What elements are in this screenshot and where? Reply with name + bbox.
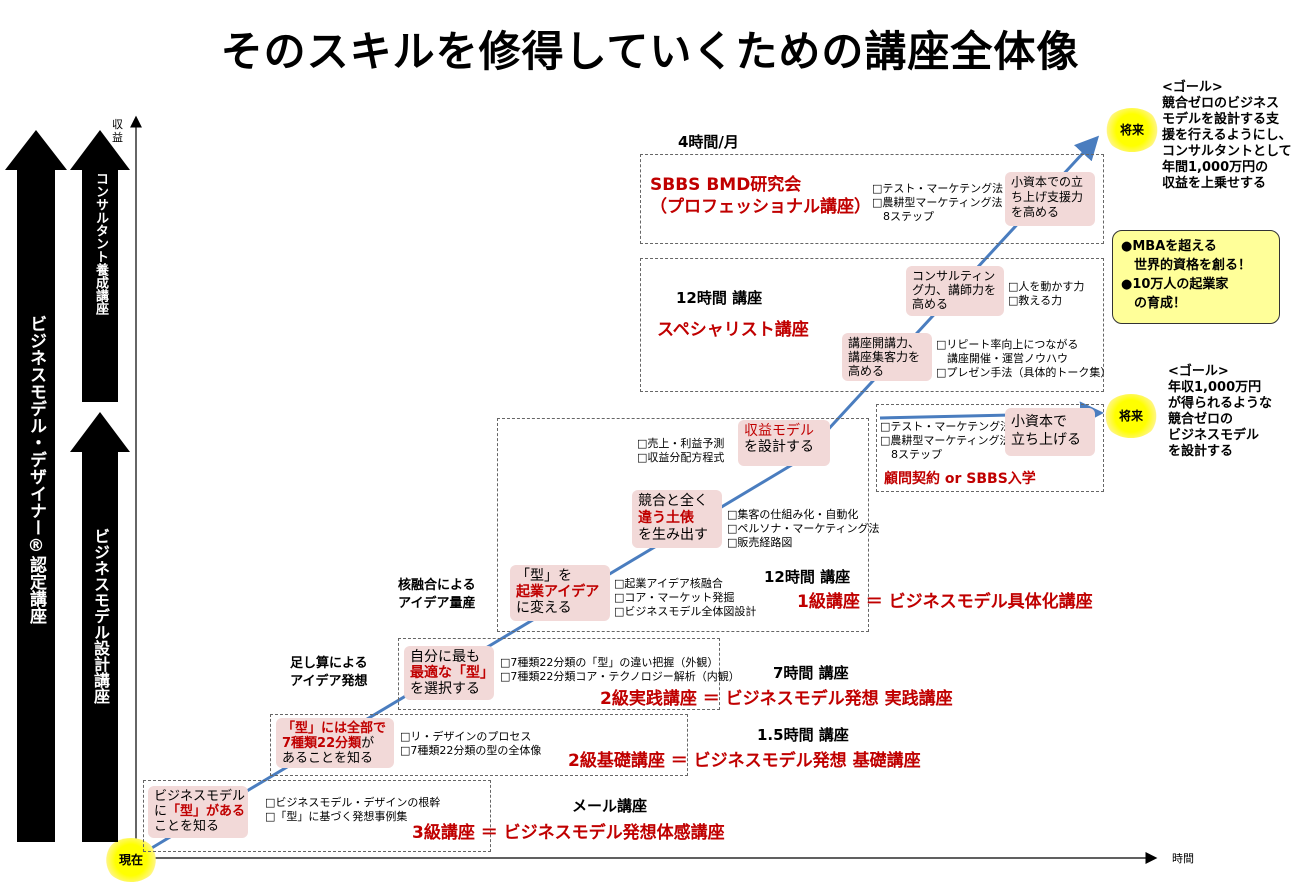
specialist-items2: □人を動かす力 □教える力 — [1008, 280, 1085, 307]
left-arrows — [5, 130, 130, 842]
goal-mid-sun: 将来 — [1103, 394, 1159, 438]
specialist-step2: コンサルティン グ力、講師力を 高める — [906, 266, 1004, 316]
level3-step: ビジネスモデル に「型」がある ことを知る — [148, 786, 248, 838]
level1-items2: □集客の仕組み化・自動化 □ペルソナ・マーケティング法 □販売経路図 — [727, 508, 880, 549]
level3-box — [143, 780, 491, 852]
level3-items: □ビジネスモデル・デザインの根幹 □「型」に基づく発想事例集 — [265, 796, 441, 823]
level1-step1: 「型」を 起業アイデア に変える — [510, 565, 610, 621]
outer-arrow-label: ビジネスモデル・デザイナー®認定講座 — [26, 315, 46, 624]
level3-hours: メール講座 — [572, 797, 648, 815]
level1-step3: 収益モデル を設計する — [738, 420, 830, 466]
bmd-course: SBBS BMD研究会 （プロフェッショナル講座） — [650, 175, 871, 217]
goal-top-text: <ゴール> 競合ゼロのビジネス モデルを設計する支 援を行えるようにし、 コンサ… — [1162, 80, 1292, 191]
level1-step2: 競合と全く 違う土俵 を生み出す — [632, 490, 722, 548]
level3-course: 3級講座 ＝ ビジネスモデル発想体感講座 — [412, 823, 725, 843]
consult-arrow-label: コンサルタント養成講座 — [93, 172, 108, 315]
level1-items3: □売上・利益予測 □収益分配方程式 — [637, 437, 725, 464]
specialist-box — [640, 258, 1104, 392]
specialist-hours: 12時間 講座 — [676, 289, 763, 307]
level2b-box — [270, 714, 688, 776]
bmd-items: □テスト・マーケテング法 □農耕型マーケティング法 8ステップ — [872, 182, 1004, 223]
advisory-course: 顧問契約 or SBBS入学 — [884, 471, 1036, 487]
level2p-box — [398, 638, 720, 710]
level2p-hours: 7時間 講座 — [773, 664, 849, 682]
specialist-course: スペシャリスト講座 — [657, 320, 809, 340]
level2p-side-label: 足し算による アイデア発想 — [290, 656, 368, 689]
level2b-course: 2級基礎講座 ＝ ビジネスモデル発想 基礎講座 — [568, 751, 921, 771]
bmd-hours: 4時間/月 — [678, 133, 739, 151]
design-arrow-label: ビジネスモデル設計講座 — [91, 528, 110, 704]
advisory-step: 小資本で 立ち上げる — [1005, 408, 1095, 456]
consult-arrow-shape — [70, 130, 130, 402]
x-axis-label: 時間 — [1172, 852, 1194, 865]
goal-top-sun: 将来 — [1104, 108, 1160, 152]
bmd-box — [640, 154, 1104, 244]
level2b-hours: 1.5時間 講座 — [757, 726, 849, 744]
level1-items1: □起業アイデア核融合 □コア・マーケット発掘 □ビジネスモデル全体図設計 — [614, 577, 757, 618]
level1-hours: 12時間 講座 — [764, 568, 851, 586]
level2p-items: □7種類22分類の「型」の違い把握（外観） □7種類22分類コア・テクノロジー解… — [500, 656, 740, 683]
outer-arrow-shape — [5, 130, 67, 842]
level1-box — [497, 418, 869, 632]
advisory-items: □テスト・マーケテング法 □農耕型マーケティング法 8ステップ — [880, 420, 1012, 461]
specialist-step1: 講座開講力、 講座集客力を 高める — [842, 333, 932, 381]
yellow-vision-note: ●MBAを超える 世界的資格を創る！ ●10万人の起業家 の育成！ — [1112, 230, 1280, 324]
design-arrow-shape — [70, 412, 130, 842]
level2b-step: 「型」には全部で 7種類22分類が あることを知る — [276, 718, 394, 768]
level1-side-label: 核融合による アイデア量産 — [398, 578, 476, 611]
level2b-items: □リ・デザインのプロセス □7種類22分類の型の全体像 — [400, 730, 542, 757]
level1-course: 1級講座 ＝ ビジネスモデル具体化講座 — [797, 592, 1093, 612]
bmd-step: 小資本での立 ち上げ支援力 を高める — [1005, 172, 1095, 226]
level2p-course: 2級実践講座 ＝ ビジネスモデル発想 実践講座 — [600, 689, 953, 709]
page-title: そのスキルを修得していくための講座全体像 — [220, 27, 1080, 76]
goal-mid-text: <ゴール> 年収1,000万円 が得られるような 競合ゼロの ビジネスモデル を… — [1168, 364, 1273, 459]
level2p-step: 自分に最も 最適な「型」 を選択する — [404, 646, 494, 700]
y-axis-label: 収益 — [112, 118, 123, 144]
advisory-box — [876, 404, 1104, 492]
specialist-items1: □リピート率向上につながる 講座開催・運営ノウハウ □プレゼン手法（具体的トーク… — [936, 338, 1112, 379]
start-sun: 現在 — [104, 838, 158, 882]
